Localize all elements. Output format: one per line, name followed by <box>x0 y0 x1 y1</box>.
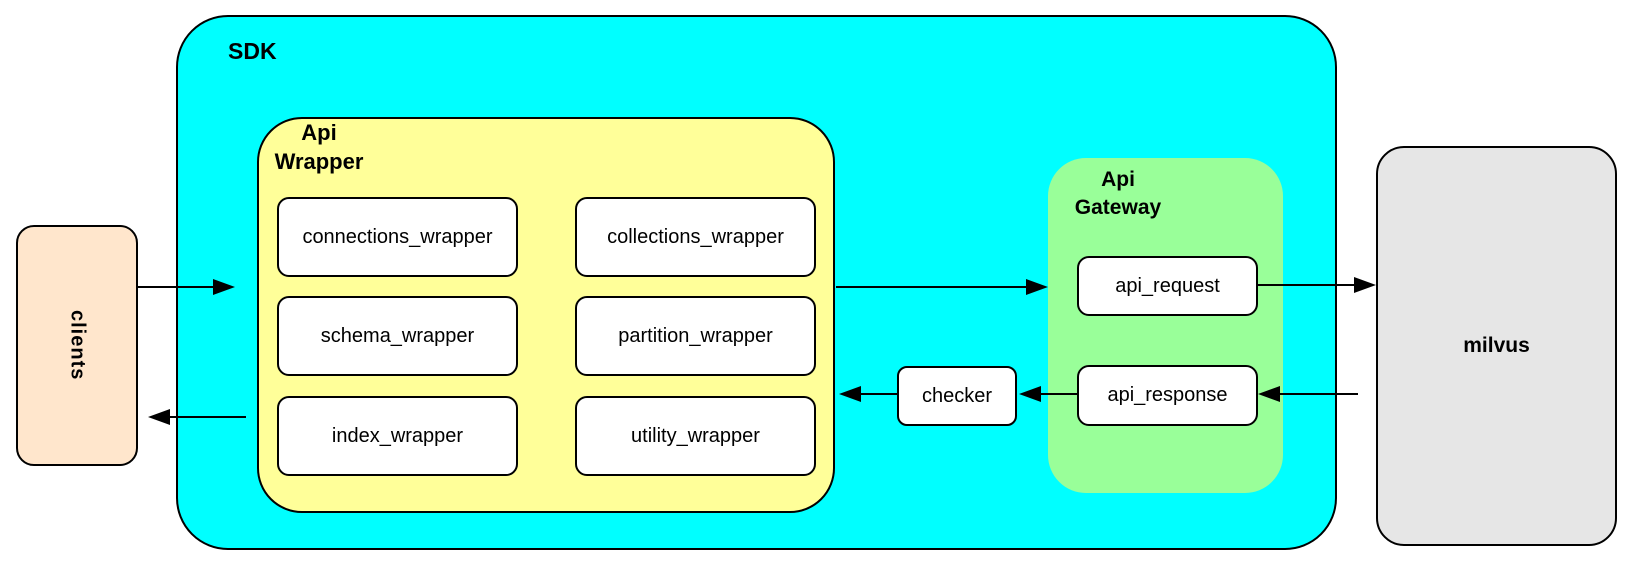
arrow-wrapper-to-request-line <box>836 286 1028 288</box>
api-request-node: api_request <box>1077 256 1258 316</box>
utility-wrapper-node: utility_wrapper <box>575 396 816 476</box>
arrow-milvus-to-response-head-icon <box>1258 386 1280 402</box>
collections-wrapper-node: collections_wrapper <box>575 197 816 277</box>
arrow-checker-to-wrapper-line <box>858 393 898 395</box>
arrow-wrapper-to-request-head-icon <box>1026 279 1048 295</box>
api-wrapper-label: Api Wrapper <box>274 120 364 174</box>
milvus-label: milvus <box>1463 334 1530 357</box>
partition-wrapper-node: partition_wrapper <box>575 296 816 376</box>
checker-node: checker <box>897 366 1017 426</box>
arrow-sdk-to-clients-head-icon <box>148 409 170 425</box>
schema-wrapper-node: schema_wrapper <box>277 296 518 376</box>
index-wrapper-node: index_wrapper <box>277 396 518 476</box>
arrow-milvus-to-response-line <box>1278 393 1358 395</box>
arrow-response-to-checker-line <box>1038 393 1078 395</box>
connections-wrapper-node: connections_wrapper <box>277 197 518 277</box>
api-gateway-label: Api Gateway <box>1074 168 1162 220</box>
arrow-sdk-to-clients-line <box>166 416 246 418</box>
sdk-label: SDK <box>228 38 277 64</box>
api-gateway-container <box>1048 158 1283 493</box>
arrow-request-to-milvus-line <box>1258 284 1356 286</box>
arrow-clients-to-sdk-head-icon <box>213 279 235 295</box>
arrow-response-to-checker-head-icon <box>1019 386 1041 402</box>
clients-label: clients <box>66 310 89 381</box>
api-response-node: api_response <box>1077 365 1258 426</box>
arrow-clients-to-sdk-line <box>138 286 218 288</box>
arrow-request-to-milvus-head-icon <box>1354 277 1376 293</box>
milvus-node: milvus <box>1376 146 1617 546</box>
clients-node: clients <box>16 225 138 466</box>
arrow-checker-to-wrapper-head-icon <box>839 386 861 402</box>
